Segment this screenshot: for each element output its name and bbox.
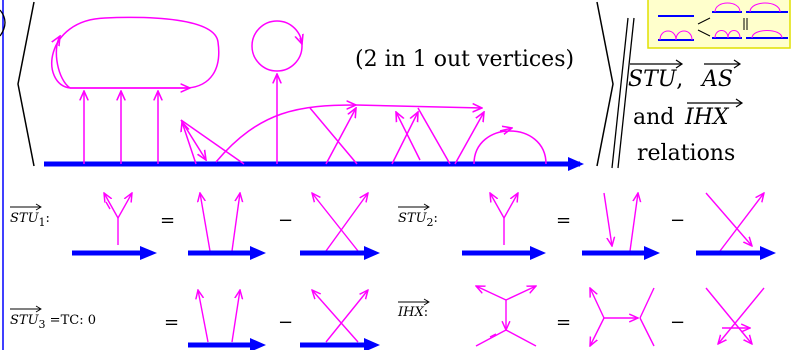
ihx-minus: − bbox=[670, 312, 685, 333]
stu1-diagram-y bbox=[104, 193, 132, 245]
ihx-overarrow bbox=[398, 298, 430, 306]
stu2-minus: − bbox=[670, 210, 685, 231]
stu2-skeleton-2 bbox=[582, 246, 660, 260]
relation-stu-overarrow bbox=[630, 59, 684, 69]
stu2-skeleton-1 bbox=[462, 246, 546, 260]
stu1-diagram-parallel bbox=[200, 193, 240, 252]
relation-as-label: AS bbox=[700, 67, 733, 92]
stu2-overarrow bbox=[398, 203, 430, 211]
stu1-minus: − bbox=[278, 210, 293, 231]
top-skeleton-arrowhead bbox=[568, 157, 584, 171]
stu3-label: STU3 =TC: 0 bbox=[10, 313, 96, 331]
relation-as-overarrow bbox=[704, 59, 742, 69]
stu3-equals: = bbox=[164, 312, 179, 333]
stu1-diagram-crossed bbox=[312, 193, 368, 252]
stu1-skeleton-3 bbox=[300, 246, 380, 260]
ihx-diagram-x bbox=[705, 287, 765, 344]
vertex-note: (2 in 1 out vertices) bbox=[355, 47, 574, 72]
ihx-diagram-i bbox=[476, 286, 536, 347]
ihx-equals: = bbox=[556, 312, 571, 333]
stu3-diagram-crossed bbox=[312, 290, 368, 343]
stu3-minus: − bbox=[278, 312, 293, 333]
stu2-skeleton-3 bbox=[696, 246, 776, 260]
right-angle-bracket bbox=[596, 1, 614, 167]
left-angle-bracket bbox=[17, 1, 35, 167]
relation-ihx-overarrow bbox=[687, 98, 744, 108]
relation-inset-thumbnail bbox=[647, 0, 791, 49]
stu1-label: STU1: bbox=[10, 211, 50, 229]
ihx-label: IHX: bbox=[397, 305, 428, 320]
relation-ihx-label: IHX bbox=[684, 105, 730, 130]
left-frame-line bbox=[0, 0, 6, 350]
stu2-diagram-y bbox=[490, 193, 518, 245]
stu1-overarrow bbox=[10, 203, 42, 211]
stu1-skeleton-2 bbox=[188, 246, 266, 260]
top-chord-diagram bbox=[44, 16, 584, 171]
stu1-skeleton-1 bbox=[72, 246, 157, 260]
stu3-overarrow bbox=[10, 305, 42, 313]
stu3-skeleton-1 bbox=[188, 338, 266, 350]
stu2-diagram-crossed bbox=[705, 193, 764, 252]
relations-word: relations bbox=[637, 141, 735, 166]
relation-and-label: and bbox=[633, 105, 674, 130]
stu2-diagram-parallel bbox=[603, 193, 638, 252]
small-loop bbox=[251, 20, 303, 72]
stu2-label: STU2: bbox=[398, 211, 438, 229]
quotient-slashes bbox=[611, 17, 635, 169]
stu1-equals: = bbox=[160, 210, 175, 231]
big-loop bbox=[51, 16, 220, 89]
stu3-diagram-parallel bbox=[198, 290, 240, 343]
stu3-skeleton-2 bbox=[300, 338, 380, 350]
stu2-equals: = bbox=[556, 210, 571, 231]
relation-stu-label: STU, bbox=[628, 67, 683, 92]
ihx-diagram-h bbox=[590, 288, 655, 346]
